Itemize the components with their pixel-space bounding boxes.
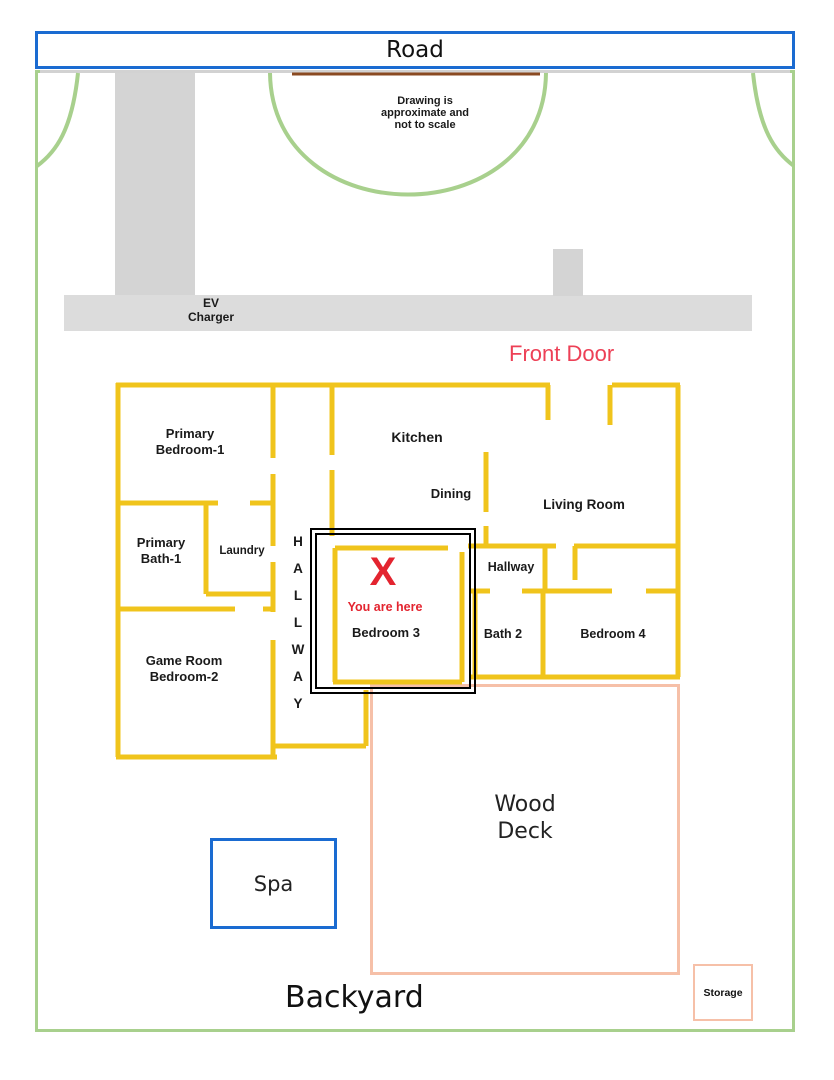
spa: Spa <box>210 838 337 929</box>
room-label-laundry: Laundry <box>219 545 265 557</box>
room-label-primary-bath-1: Primary Bath-1 <box>136 535 186 566</box>
road-area: Road <box>35 31 795 69</box>
hallway-letter: L <box>293 588 303 603</box>
room-label-bedroom-4: Bedroom 4 <box>580 627 646 641</box>
room-label-game-room: Game Room Bedroom-2 <box>145 653 223 684</box>
room-label-hallway: Hallway <box>487 560 535 574</box>
hallway-vertical-label: H A L L W A Y <box>287 528 309 717</box>
room-label-bath-2: Bath 2 <box>483 627 523 641</box>
road-label: Road <box>386 37 444 63</box>
driveway-pillar <box>553 249 583 296</box>
you-are-here-caption: You are here <box>347 600 423 614</box>
hallway-letter: H <box>293 534 303 549</box>
storage-shed: Storage <box>693 964 753 1021</box>
hallway-letter: A <box>293 561 303 576</box>
room-label-primary-bedroom-1: Primary Bedroom-1 <box>155 426 225 457</box>
hallway-letter: W <box>291 642 305 657</box>
wood-deck-label: Wood Deck <box>494 792 556 844</box>
driveway-strip <box>64 295 752 331</box>
room-label-dining: Dining <box>430 486 472 501</box>
spa-label: Spa <box>253 871 294 896</box>
wood-deck: Wood Deck <box>370 684 680 975</box>
room-label-bedroom-3: Bedroom 3 <box>352 625 420 640</box>
ev-charger-label: EV Charger <box>187 296 234 324</box>
room-label-living-room: Living Room <box>543 497 625 512</box>
disclaimer-note: Drawing is approximate and not to scale <box>380 95 470 131</box>
you-are-here-x-marker: X <box>369 550 397 594</box>
room-label-kitchen: Kitchen <box>391 429 443 445</box>
driveway-column <box>115 72 195 296</box>
storage-label: Storage <box>703 986 743 999</box>
backyard-label: Backyard <box>285 980 424 1015</box>
you-are-here-box <box>310 528 476 694</box>
hallway-letter: A <box>293 669 303 684</box>
front-door-label: Front Door <box>509 341 615 366</box>
hallway-letter: Y <box>293 696 303 711</box>
hallway-letter: L <box>293 615 303 630</box>
